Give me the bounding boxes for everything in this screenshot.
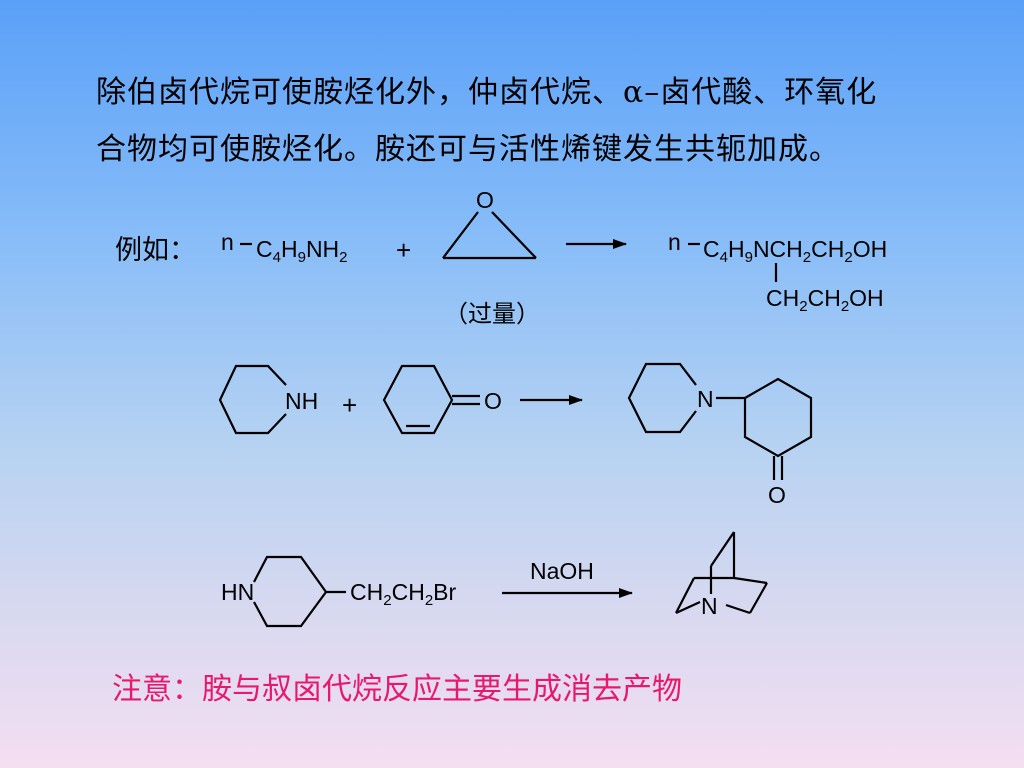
product-piperidine-ring bbox=[627, 362, 697, 434]
quinuclidine-bond-1 bbox=[675, 601, 701, 614]
quinuclidine-bond-2 bbox=[675, 577, 695, 614]
intro-paragraph: 除伯卤代烷可使胺烃化外，仲卤代烷、α–卤代酸、环氧化 合物均可使胺烃化。胺还可与… bbox=[96, 64, 966, 178]
product-diethanolamine: n C4H9NCH2CH2OH CH2CH2OH bbox=[668, 229, 887, 315]
reactant-cyclohexenone: O bbox=[382, 364, 502, 435]
bromoethyl-chain: CH2CH2Br bbox=[350, 579, 456, 609]
epoxide-bond-right bbox=[491, 211, 537, 259]
product-n-prefix: n bbox=[668, 229, 681, 255]
product-formula-line-1: C4H9NCH2CH2OH bbox=[703, 236, 887, 266]
product-formula-line-2: CH2CH2OH bbox=[766, 285, 884, 315]
piperidine-ring bbox=[218, 364, 287, 435]
epoxide-structure: O bbox=[442, 187, 537, 260]
epoxide-oxygen: O bbox=[476, 187, 494, 213]
enone-oxygen: O bbox=[484, 388, 502, 414]
note-text: 注意：胺与叔卤代烷反应主要生成消去产物 bbox=[112, 672, 682, 707]
product-quinuclidine: N bbox=[675, 531, 768, 619]
reactant-bromoethylpiperidine: HN CH2CH2Br bbox=[221, 555, 456, 628]
reactant-piperidine: NH bbox=[218, 364, 318, 435]
quinuclidine-bond-8 bbox=[710, 531, 735, 567]
reactant-butylamine: n C4H9NH2 bbox=[221, 229, 348, 266]
epoxide-bond-left bbox=[442, 211, 479, 259]
cyclohexenone-ring bbox=[382, 364, 454, 435]
product-nitrogen: N bbox=[697, 386, 714, 412]
intro-line-2: 合物均可使胺烃化。胺还可与活性烯键发生共轭加成。 bbox=[96, 132, 840, 167]
intro-line-1: 除伯卤代烷可使胺烃化外，仲卤代烷、α–卤代酸、环氧化 bbox=[96, 75, 878, 110]
reactant-hn: HN bbox=[221, 579, 254, 605]
piperidine-nh: NH bbox=[285, 388, 318, 414]
example-label: 例如： bbox=[115, 235, 196, 266]
product-aminoketone: N O bbox=[627, 362, 813, 508]
excess-label: （过量） bbox=[444, 300, 540, 328]
quinuclidine-bond-6 bbox=[725, 603, 751, 615]
plus-sign-2: + bbox=[342, 390, 357, 420]
piperidine-ring-2 bbox=[253, 555, 328, 628]
product-oxygen: O bbox=[768, 482, 786, 508]
plus-sign-1: + bbox=[396, 235, 411, 265]
cyclohexanone-ring bbox=[743, 377, 813, 458]
quinuclidine-bond-4 bbox=[733, 576, 768, 585]
quinuclidine-nitrogen: N bbox=[701, 593, 718, 619]
naoh-reagent: NaOH bbox=[530, 558, 594, 584]
butylamine-formula: C4H9NH2 bbox=[256, 236, 348, 266]
quinuclidine-bond-5 bbox=[749, 582, 768, 614]
n-prefix: n bbox=[221, 229, 234, 255]
